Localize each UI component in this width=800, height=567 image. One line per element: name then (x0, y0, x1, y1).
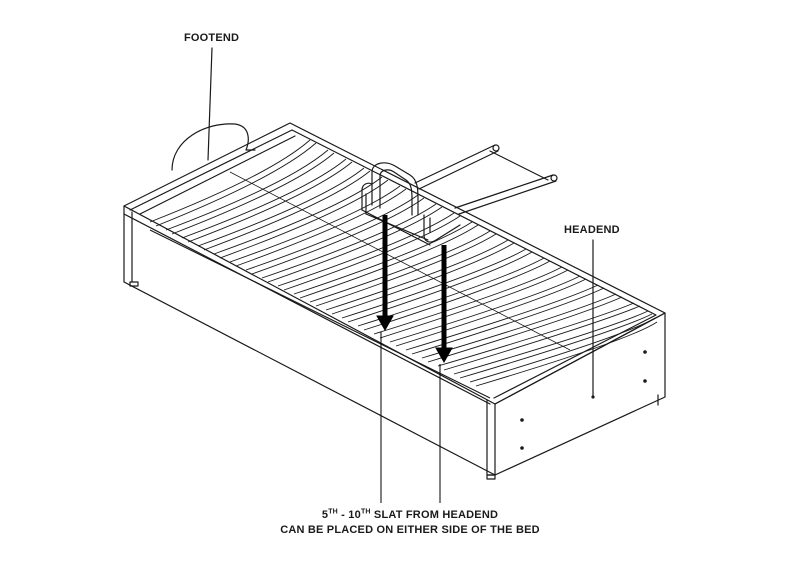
footend-panel-outline (171, 123, 256, 171)
screw-holes (520, 350, 647, 450)
arrow-right-head (435, 347, 453, 364)
arrow-left-head (376, 315, 394, 332)
caption-line-2: CAN BE PLACED ON EITHER SIDE OF THE BED (280, 524, 540, 536)
headend-label: HEADEND (564, 224, 620, 236)
caption-line-1: 5TH - 10TH SLAT FROM HEADEND (321, 508, 499, 521)
footend-label: FOOTEND (184, 32, 240, 44)
footend-leader-line (207, 47, 213, 161)
slat-arrows (376, 215, 453, 503)
side-rail-assembly (361, 144, 558, 246)
bed-side-panel (123, 205, 496, 476)
slats (149, 139, 658, 399)
headend-panel (494, 312, 666, 476)
slat-instruction-caption: 5TH - 10TH SLAT FROM HEADEND CAN BE PLAC… (250, 508, 570, 538)
